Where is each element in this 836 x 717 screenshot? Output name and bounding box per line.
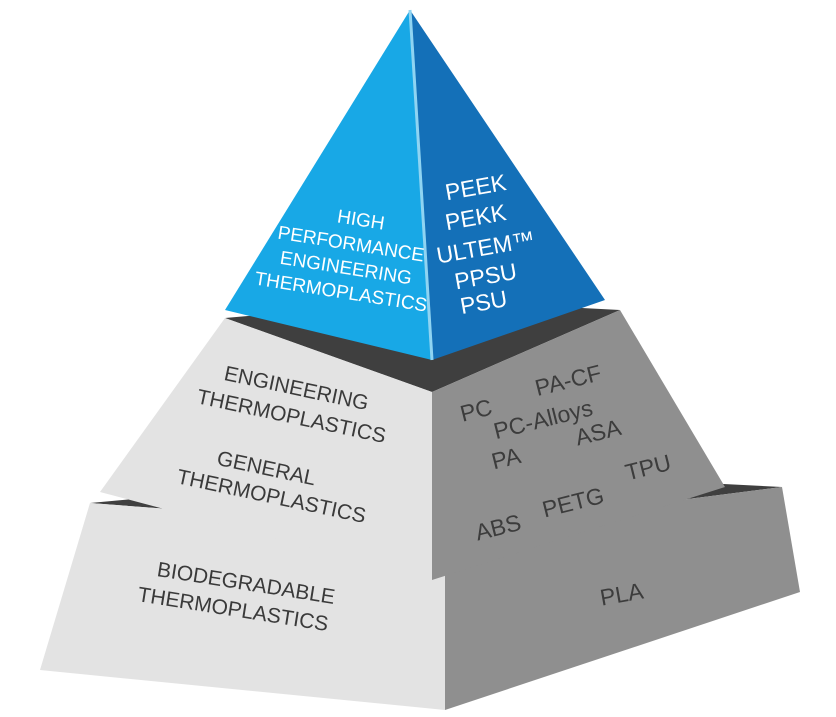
pyramid-tip xyxy=(225,9,605,361)
tip-front-edge xyxy=(408,9,434,361)
tier-middle-left-face xyxy=(100,318,432,580)
tip-right-face xyxy=(410,10,605,360)
tip-left-face xyxy=(225,10,432,360)
tier-middle-right-face xyxy=(432,310,725,580)
